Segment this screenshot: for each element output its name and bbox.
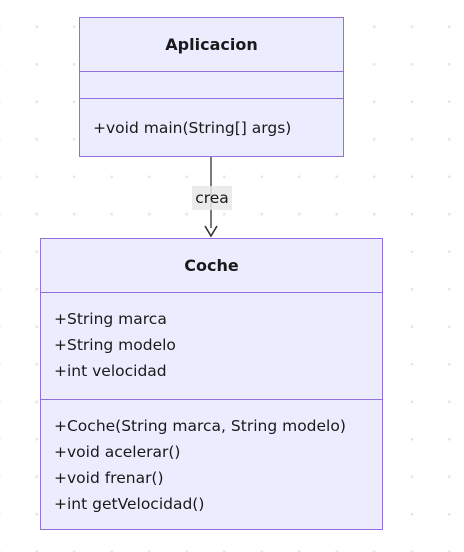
method-acelerar: +void acelerar() bbox=[54, 443, 181, 461]
attributes-section bbox=[80, 72, 343, 98]
class-box-coche[interactable]: Coche +String marca +String modelo +int … bbox=[40, 238, 383, 530]
methods-section: +Coche(String marca, String modelo) +voi… bbox=[41, 399, 382, 517]
attributes-section: +String marca +String modelo +int veloci… bbox=[41, 293, 382, 399]
methods-section: +void main(String[] args) bbox=[80, 98, 343, 141]
arrowhead-icon bbox=[204, 225, 218, 238]
method-frenar: +void frenar() bbox=[54, 469, 164, 487]
class-title: Aplicacion bbox=[80, 18, 343, 72]
class-box-aplicacion[interactable]: Aplicacion +void main(String[] args) bbox=[79, 17, 344, 157]
method-constructor: +Coche(String marca, String modelo) bbox=[54, 417, 346, 435]
method-main: +void main(String[] args) bbox=[93, 119, 292, 137]
relation-label: crea bbox=[192, 186, 232, 210]
class-title: Coche bbox=[41, 239, 382, 293]
attribute-velocidad: +int velocidad bbox=[54, 362, 167, 380]
attribute-modelo: +String modelo bbox=[54, 336, 176, 354]
method-get-velocidad: +int getVelocidad() bbox=[54, 495, 205, 513]
attribute-marca: +String marca bbox=[54, 310, 167, 328]
